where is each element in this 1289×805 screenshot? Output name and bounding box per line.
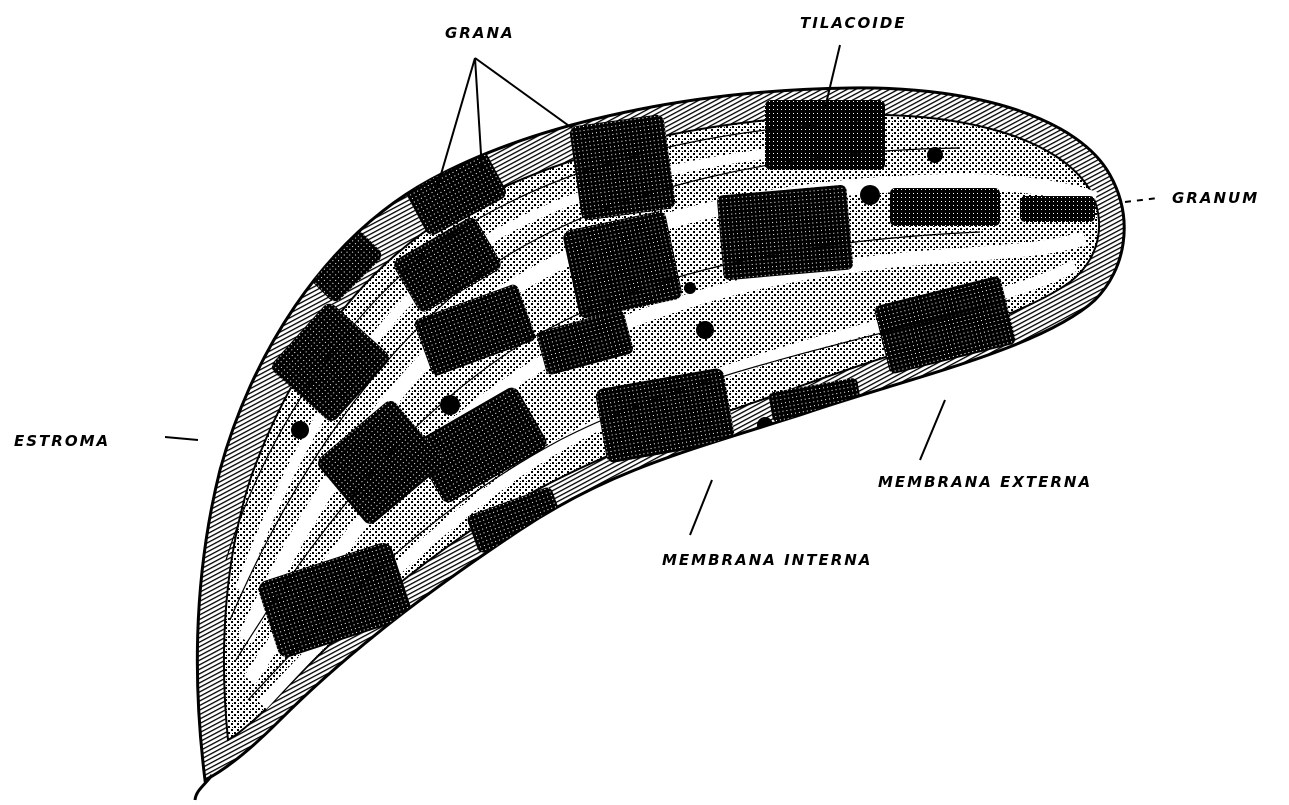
label-membrana-interna: MEMBRANA INTERNA	[662, 551, 872, 569]
granum-stack	[765, 100, 885, 170]
estroma-leader	[165, 437, 198, 440]
label-granum: GRANUM	[1172, 189, 1259, 207]
grana-leader	[475, 58, 572, 128]
granum-leader	[1125, 198, 1158, 202]
grana-leader	[475, 58, 482, 170]
label-estroma: ESTROMA	[14, 432, 110, 450]
label-grana: GRANA	[445, 24, 515, 42]
granum-stack	[717, 184, 854, 280]
granum-stack	[569, 114, 676, 221]
chloroplast-body	[197, 88, 1124, 780]
granum-stack	[1020, 196, 1095, 222]
membrana-externa-leader	[920, 400, 945, 460]
label-tilacoide: TILACOIDE	[800, 14, 907, 32]
membrana-interna-leader	[690, 480, 712, 535]
label-membrana-externa: MEMBRANA EXTERNA	[878, 473, 1092, 491]
granum-stack	[890, 188, 1000, 226]
